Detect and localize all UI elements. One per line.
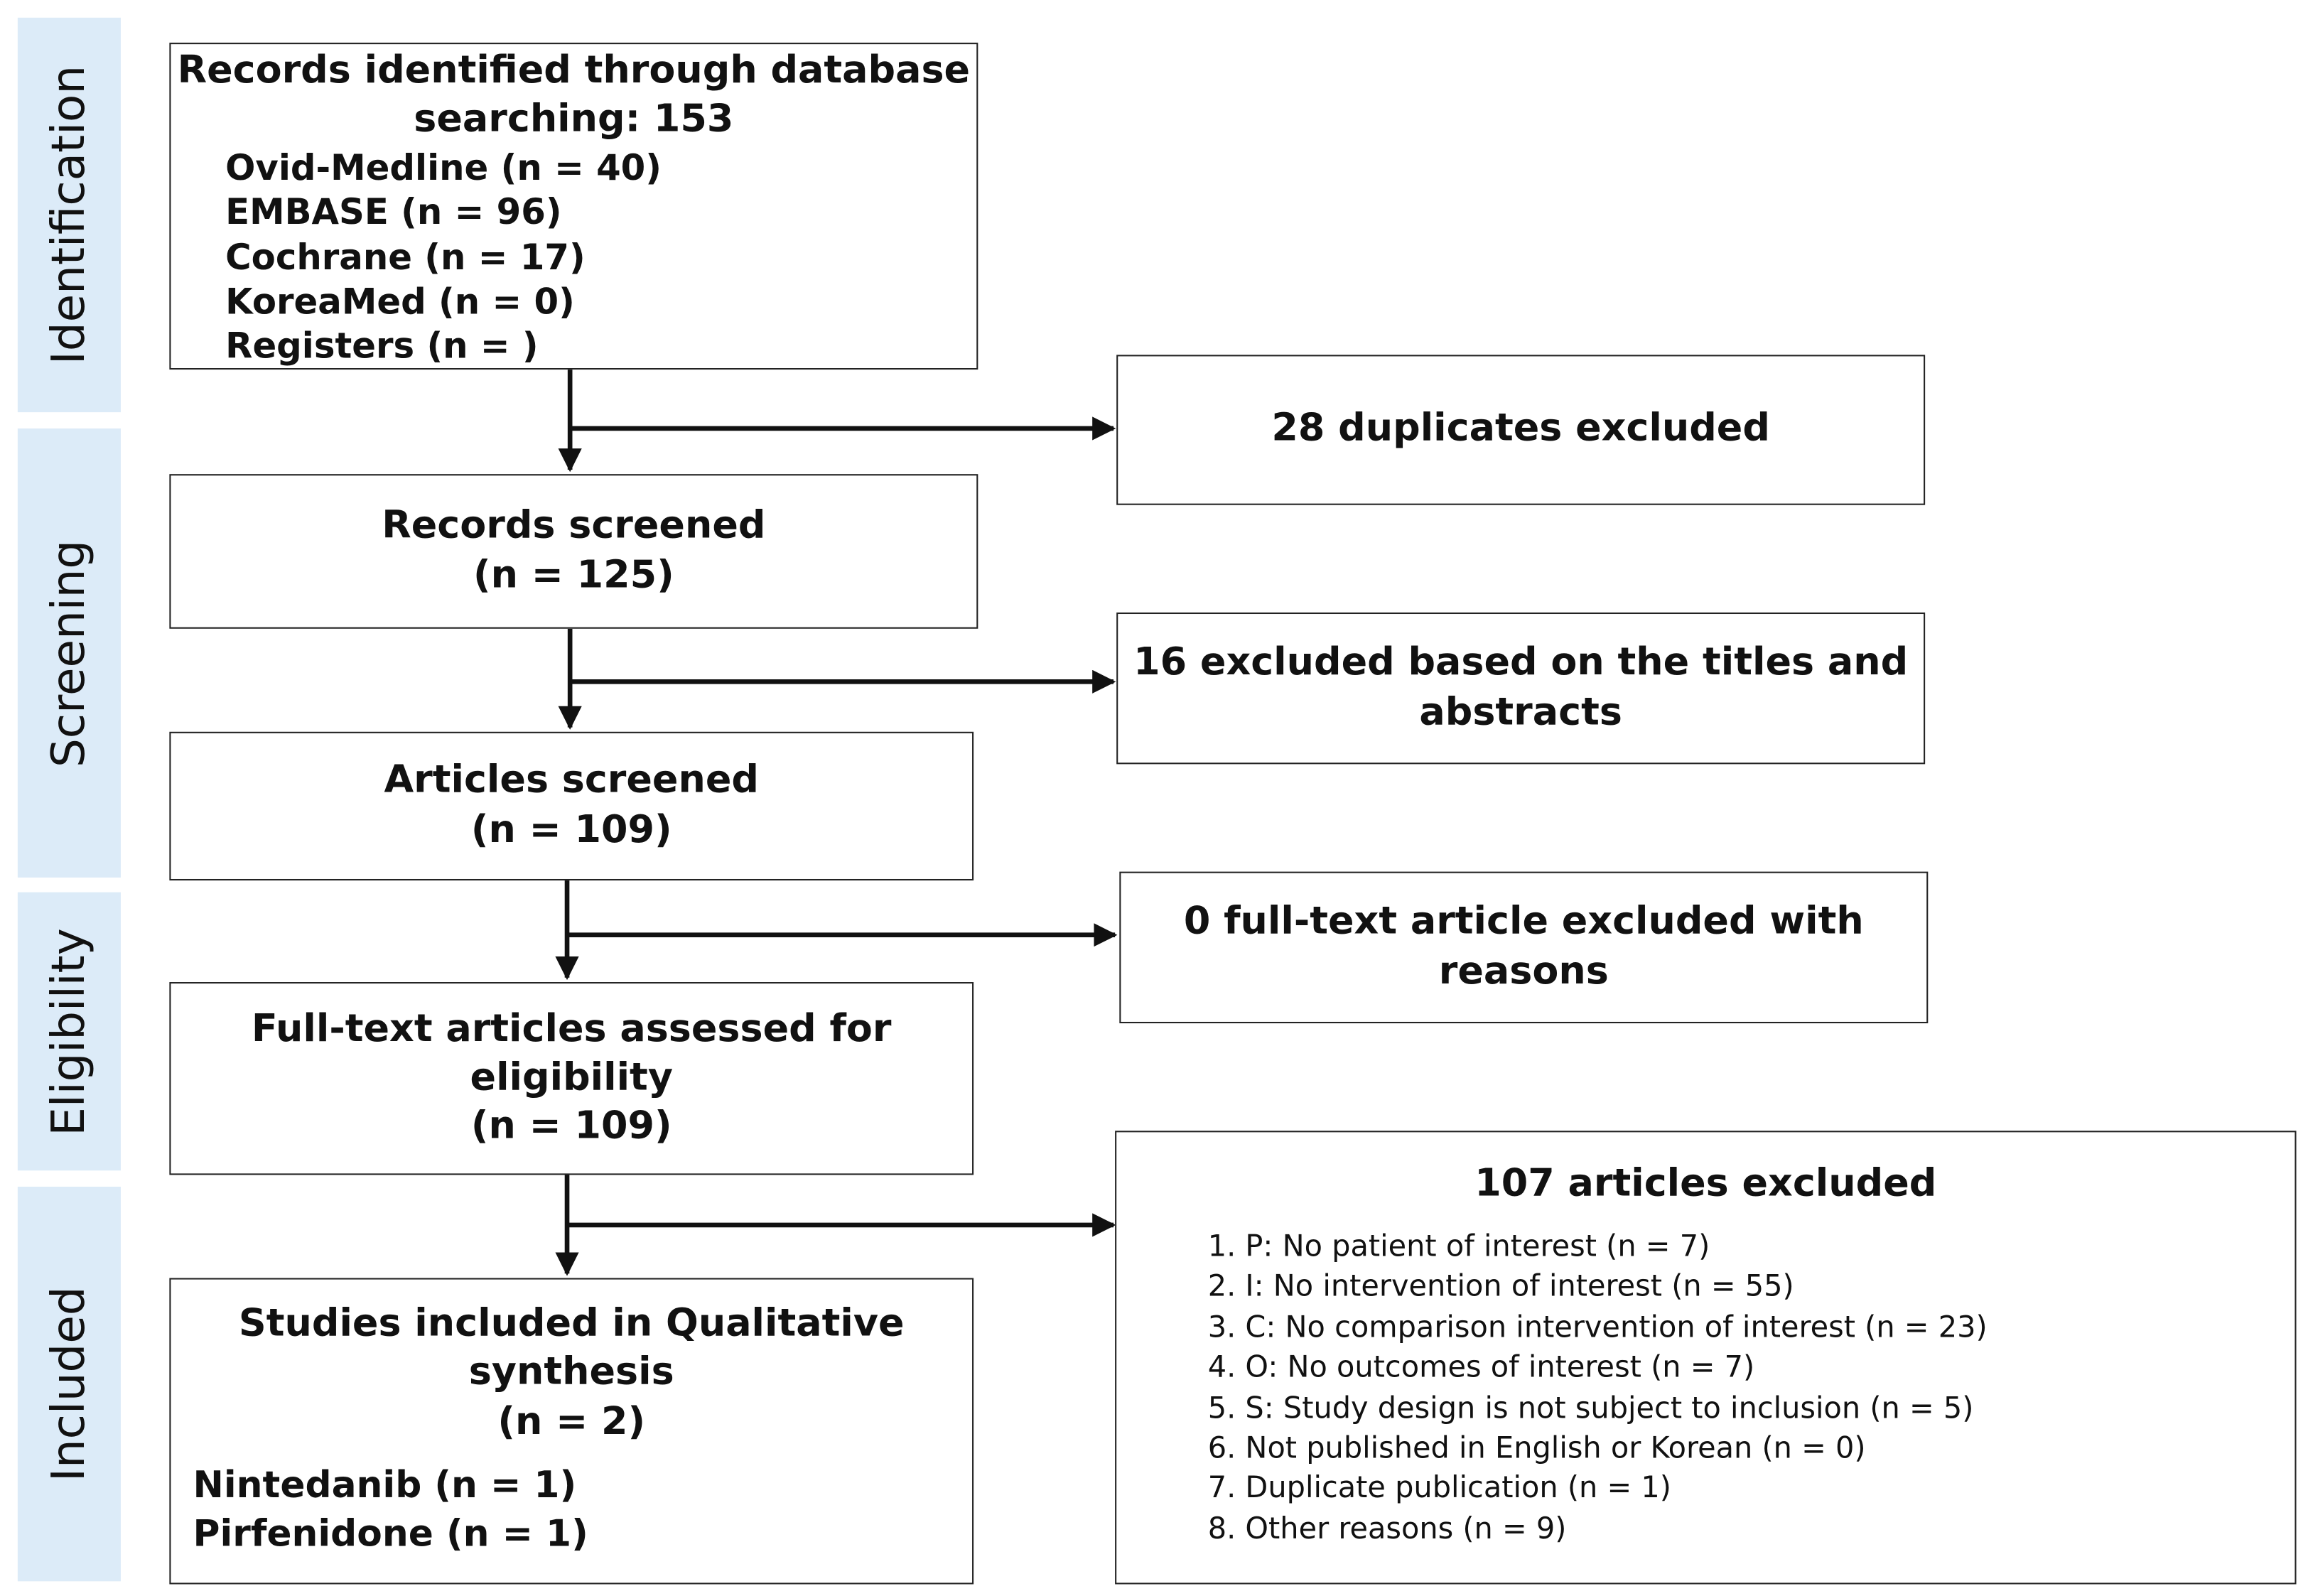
articles-screened-label: Articles screened — [384, 758, 760, 803]
included-study-item: Pirfenidone (n = 1) — [193, 1511, 588, 1554]
titles-abstracts-excluded-box: 16 excluded based on the titles and abst… — [1116, 612, 1926, 765]
identification-box: Records identified through database sear… — [169, 43, 978, 370]
eligibility-count: (n = 109) — [470, 1104, 672, 1149]
duplicates-excluded-text: 28 duplicates excluded — [1271, 406, 1770, 451]
records-screened-label: Records screened — [382, 504, 766, 549]
phase-screening: Screening — [17, 428, 121, 878]
exclusion-reason-item: 4. O: No outcomes of interest (n = 7) — [1207, 1349, 1755, 1385]
phase-eligibility: Eligibility — [17, 892, 121, 1171]
included-studies-box: Studies included in Qualitative synthesi… — [169, 1278, 974, 1585]
included-study-list: Nintedanib (n = 1) Pirfenidone (n = 1) — [193, 1462, 588, 1558]
duplicates-excluded-box: 28 duplicates excluded — [1116, 355, 1926, 505]
exclusion-reason-item: 5. S: Study design is not subject to inc… — [1207, 1389, 1974, 1425]
exclusion-reason-item: 2. I: No intervention of interest (n = 5… — [1207, 1268, 1794, 1304]
eligibility-assessment-box: Full-text articles assessed for eligibil… — [169, 982, 974, 1175]
records-screened-box: Records screened (n = 125) — [169, 474, 978, 629]
database-source-item: Ovid-Medline (n = 40) — [225, 147, 662, 189]
eligibility-label: Full-text articles assessed for eligibil… — [251, 1006, 892, 1100]
articles-screened-count: (n = 109) — [470, 807, 672, 852]
fulltext-excluded-line2: reasons — [1438, 949, 1609, 993]
exclusion-reason-item: 1. P: No patient of interest (n = 7) — [1207, 1228, 1710, 1263]
included-count: (n = 2) — [497, 1399, 646, 1444]
identification-title-line2: searching: 153 — [414, 97, 734, 142]
fulltext-excluded-box: 0 full-text article excluded with reason… — [1119, 871, 1929, 1024]
articles-excluded-box — [1115, 1131, 2297, 1585]
phase-identification: Identification — [17, 17, 121, 413]
exclusion-reason-item: 7. Duplicate publication (n = 1) — [1207, 1470, 1671, 1506]
exclusion-reason-item: 6. Not published in English or Korean (n… — [1207, 1429, 1866, 1465]
articles-screened-box: Articles screened (n = 109) — [169, 731, 974, 881]
database-source-item: KoreaMed (n = 0) — [225, 281, 575, 323]
titles-excluded-line1: 16 excluded based on the titles and — [1133, 640, 1909, 685]
database-source-list: Ovid-Medline (n = 40) EMBASE (n = 96) Co… — [225, 146, 662, 369]
database-source-item: Registers (n = ) — [225, 325, 539, 367]
exclusion-reason-item: 3. C: No comparison intervention of inte… — [1207, 1308, 1988, 1344]
articles-excluded-title: 107 articles excluded — [1474, 1161, 1937, 1206]
database-source-item: EMBASE (n = 96) — [225, 191, 562, 233]
titles-excluded-line2: abstracts — [1419, 689, 1622, 734]
included-study-item: Nintedanib (n = 1) — [193, 1463, 577, 1506]
identification-title-line1: Records identified through database — [177, 48, 971, 93]
included-title-line1: Studies included in Qualitative — [238, 1301, 905, 1346]
records-screened-count: (n = 125) — [473, 553, 674, 598]
exclusion-reason-item: 8. Other reasons (n = 9) — [1207, 1510, 1567, 1546]
phase-included: Included — [17, 1187, 121, 1582]
database-source-item: Cochrane (n = 17) — [225, 236, 586, 278]
included-title-line2: synthesis — [468, 1350, 674, 1395]
fulltext-excluded-line1: 0 full-text article excluded with — [1183, 900, 1864, 944]
exclusion-reason-list: 1. P: No patient of interest (n = 7) 2. … — [1208, 1226, 1988, 1549]
